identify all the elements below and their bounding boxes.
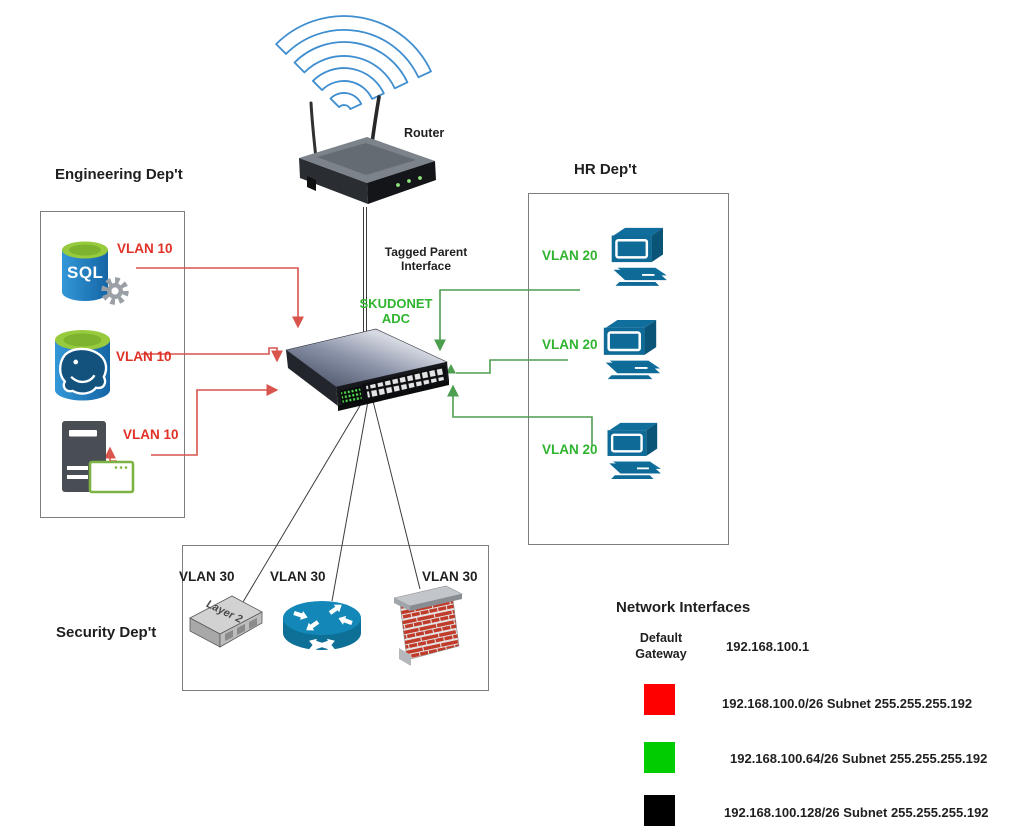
uplink-lines <box>363 207 367 335</box>
legend-swatch-red <box>644 684 675 715</box>
router-label: Router <box>404 126 445 140</box>
legend-entry-text: 192.168.100.128/26 Subnet 255.255.255.19… <box>724 805 989 820</box>
server-icon <box>62 421 135 494</box>
vlan10-label: VLAN 10 <box>123 427 179 442</box>
layer2-switch-icon <box>189 595 263 648</box>
tagged-parent-label: Tagged Parent Interface <box>384 245 468 274</box>
legend-entry-text: 192.168.100.64/26 Subnet 255.255.255.192 <box>730 751 988 766</box>
legend-entry-text: 192.168.100.0/26 Subnet 255.255.255.192 <box>722 696 973 711</box>
engineering-box <box>40 211 185 518</box>
vlan10-connections <box>104 267 304 462</box>
adc-label: SKUDONET ADC <box>359 296 433 326</box>
security-box <box>182 545 489 691</box>
sql-database-icon <box>62 241 129 305</box>
vlan20-connections <box>434 289 593 446</box>
vlan10-label: VLAN 10 <box>116 349 172 364</box>
vlan30-connections <box>242 398 421 603</box>
engineering-title: Engineering Dep't <box>55 166 183 183</box>
security-title: Security Dep't <box>56 624 157 641</box>
vlan30-label: VLAN 30 <box>179 569 235 584</box>
postgresql-database-icon <box>55 330 110 401</box>
vlan10-label: VLAN 10 <box>117 241 173 256</box>
gear-icon <box>101 277 129 305</box>
desktop-computer-icon <box>602 318 662 381</box>
switch-device <box>285 328 449 411</box>
legend-swatch-green <box>644 742 675 773</box>
router-symbol-icon <box>283 600 361 654</box>
firewall-icon <box>393 585 463 666</box>
app-window-icon <box>88 460 135 494</box>
legend-swatch-black <box>644 795 675 826</box>
elephant-logo <box>58 347 108 395</box>
desktop-computer-icon <box>610 226 669 288</box>
legend-title: Network Interfaces <box>616 599 751 616</box>
vlan30-label: VLAN 30 <box>422 569 478 584</box>
hr-box <box>528 193 729 545</box>
default-gateway-ip: 192.168.100.1 <box>726 639 810 654</box>
vlan20-label: VLAN 20 <box>542 442 598 457</box>
default-gateway-label: Default Gateway <box>635 631 687 661</box>
hr-title: HR Dep't <box>574 161 637 178</box>
wifi-signal-icon <box>275 15 432 110</box>
desktop-computer-icon <box>606 421 663 481</box>
vlan20-label: VLAN 20 <box>542 337 598 352</box>
sql-label: SQL <box>67 263 104 282</box>
vlan20-label: VLAN 20 <box>542 248 598 263</box>
vlan30-label: VLAN 30 <box>270 569 326 584</box>
router-device <box>299 95 436 204</box>
